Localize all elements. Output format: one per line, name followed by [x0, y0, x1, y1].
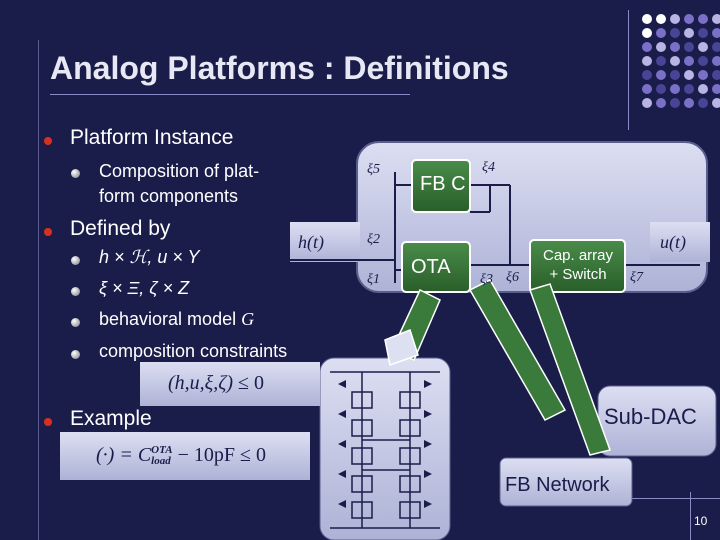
behavioral-model-symbol: G: [241, 309, 255, 329]
xi-label-7: ξ7: [630, 270, 643, 285]
bullet-icon: [44, 418, 52, 426]
page-number: 10: [694, 514, 708, 528]
example-formula-lhs: (·) = C: [96, 444, 152, 466]
decor-line-bottom-horizontal: [630, 498, 720, 499]
fb-network-callout-arrow: [529, 283, 611, 456]
sub-bullet-sets-2: ξ × Ξ, ζ × Z: [99, 278, 190, 298]
xi-label-3: ξ3: [480, 272, 493, 287]
sub-bullet-icon: [71, 169, 80, 178]
xi-label-2: ξ2: [367, 232, 380, 247]
cap-array-label: Cap. array + Switch: [533, 246, 623, 284]
output-signal-label: u(t): [660, 232, 686, 252]
decor-dot-grid: [640, 12, 720, 122]
decor-line-top: [628, 10, 629, 130]
cap-array-label-line2: + Switch: [549, 266, 607, 283]
cap-array-label-line1: Cap. array: [542, 247, 614, 264]
constraint-formula-rhs: ≤ 0: [237, 372, 264, 394]
ota-block: [401, 241, 471, 293]
slide-title: Analog Platforms : Definitions: [50, 50, 509, 86]
sub-bullet-composition-2: form components: [99, 186, 239, 206]
xi-label-5: ξ5: [367, 162, 380, 177]
bullet-platform-instance: Platform Instance: [70, 126, 234, 149]
sub-bullet-behavioral: behavioral model G: [99, 307, 254, 331]
callout-arrows: [384, 279, 611, 456]
ota-label: OTA: [411, 256, 451, 278]
bullet-defined-by: Defined by: [70, 217, 171, 240]
transistor-markers: [338, 380, 432, 508]
input-signal-box: [290, 222, 360, 262]
bullet-icon: [44, 228, 52, 236]
xi-label-4: ξ4: [482, 160, 495, 175]
sub-bullet-icon: [71, 287, 80, 296]
input-signal-label: h(t): [298, 232, 324, 252]
title-underline: [50, 94, 410, 95]
example-formula-sub: load: [151, 455, 171, 468]
fbc-block: [411, 159, 471, 213]
sub-dac-label: Sub-DAC: [604, 404, 697, 429]
fbc-label: FB C: [420, 173, 466, 195]
example-formula-box: [60, 432, 310, 480]
example-formula-rhs: − 10pF ≤ 0: [177, 444, 266, 466]
xi-label-6: ξ6: [506, 270, 519, 285]
decor-line-bottom-vertical: [690, 492, 691, 540]
constraint-formula-box: [140, 362, 320, 406]
sub-bullet-composition-constraints: composition constraints: [99, 341, 288, 361]
constraint-formula-lhs: (h,u,ξ,ζ): [168, 372, 233, 394]
constraint-formula: (h,u,ξ,ζ) ≤ 0: [168, 372, 264, 395]
bullet-example: Example: [70, 407, 152, 430]
bullet-icon: [44, 137, 52, 145]
sub-bullet-icon: [71, 350, 80, 359]
sub-dac-callout-arrow: [468, 279, 567, 421]
transistor-panel: [319, 357, 451, 540]
fb-network-label: FB Network: [505, 474, 610, 496]
sub-bullet-icon: [71, 318, 80, 327]
output-signal-box: [650, 222, 710, 262]
sub-bullet-icon: [71, 256, 80, 265]
sub-bullet-composition-1: Composition of plat-: [99, 161, 260, 181]
sub-bullet-sets-1: h × ℋ, u × Y: [99, 247, 200, 267]
fb-network-panel: [499, 457, 633, 507]
transistor-schematic: [330, 371, 440, 529]
cap-array-block: [529, 239, 626, 293]
xi-label-1: ξ1: [367, 272, 380, 287]
example-formula-sup: OTA: [151, 444, 173, 457]
decor-line-left: [38, 40, 39, 540]
behavioral-model-text: behavioral model: [99, 309, 237, 329]
